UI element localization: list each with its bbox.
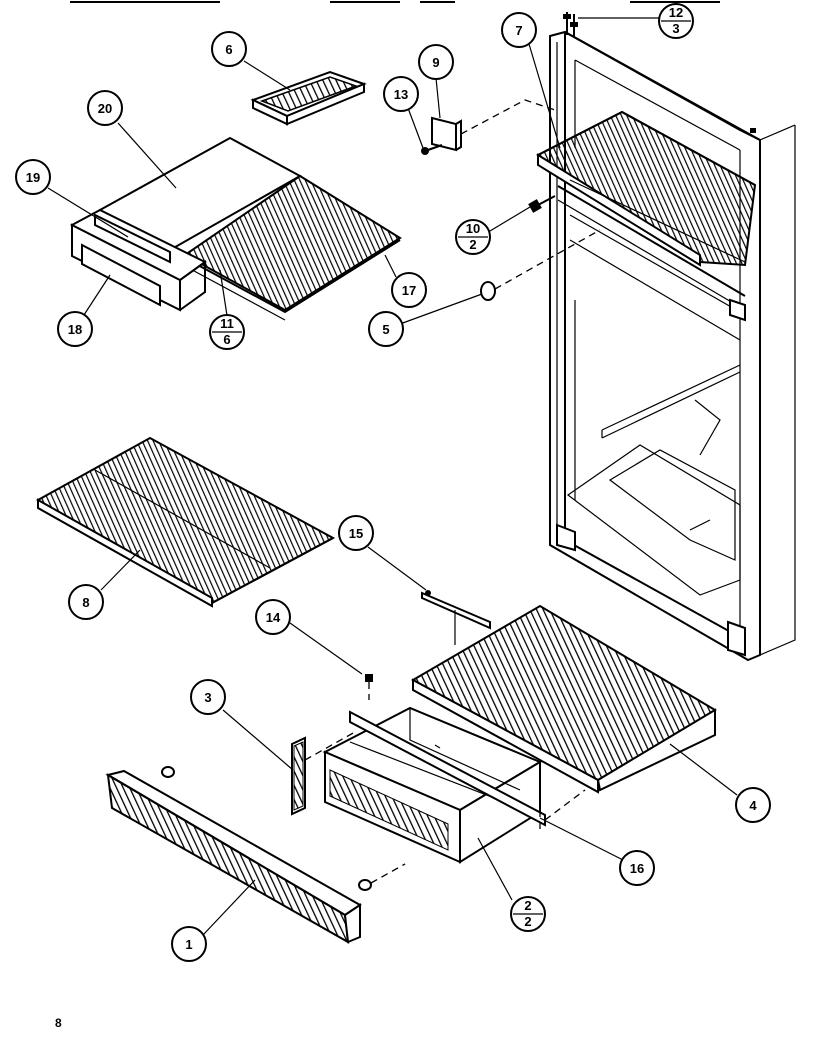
callout-17: 17	[391, 272, 427, 308]
callout-20: 20	[87, 90, 123, 126]
callout-16: 16	[619, 850, 655, 886]
svg-text:5: 5	[382, 322, 389, 337]
cabinet-small-parts	[480, 195, 601, 301]
svg-text:17: 17	[402, 283, 416, 298]
freezer-shelf	[536, 110, 757, 267]
callout-8: 8	[68, 584, 104, 620]
callout-13: 13	[383, 76, 419, 112]
base-grille	[105, 766, 406, 944]
svg-text:2: 2	[524, 914, 531, 929]
callout-3: 3	[190, 679, 226, 715]
refrigerator-shelf	[35, 436, 336, 608]
svg-text:1: 1	[185, 937, 192, 952]
callout-9: 9	[418, 44, 454, 80]
callout-14: 14	[255, 599, 291, 635]
crisper-cover	[365, 590, 717, 794]
freezer-shelf-assembly	[69, 136, 402, 321]
svg-text:8: 8	[82, 595, 89, 610]
part-9-bracket	[421, 99, 556, 155]
svg-text:4: 4	[749, 798, 757, 813]
page-number: 8	[55, 1016, 62, 1030]
svg-text:10: 10	[466, 221, 480, 236]
leader-lines	[47, 43, 738, 936]
svg-text:2: 2	[469, 237, 476, 252]
svg-text:6: 6	[223, 332, 230, 347]
callout-2-fraction: 2 2	[510, 896, 546, 932]
svg-text:15: 15	[349, 526, 363, 541]
svg-text:12: 12	[669, 5, 683, 20]
svg-text:3: 3	[672, 21, 679, 36]
callout-18: 18	[57, 311, 93, 347]
svg-text:14: 14	[266, 610, 281, 625]
callout-6: 6	[211, 31, 247, 67]
svg-text:7: 7	[515, 23, 522, 38]
svg-text:19: 19	[26, 170, 40, 185]
crisper-pan	[322, 706, 586, 864]
svg-text:6: 6	[225, 42, 232, 57]
svg-text:13: 13	[394, 87, 408, 102]
callout-11-fraction: 11 6	[209, 314, 245, 350]
svg-text:16: 16	[630, 861, 644, 876]
callout-4: 4	[735, 787, 771, 823]
svg-text:18: 18	[68, 322, 82, 337]
slide-support	[291, 731, 356, 816]
svg-text:2: 2	[524, 898, 531, 913]
svg-text:11: 11	[220, 316, 234, 331]
ice-tray	[250, 70, 367, 126]
svg-text:3: 3	[204, 690, 211, 705]
callout-1: 1	[171, 926, 207, 962]
callout-12-fraction: 12 3	[658, 3, 694, 39]
callout-10-fraction: 10 2	[455, 219, 491, 255]
cabinet-liner	[549, 12, 796, 662]
callout-7: 7	[501, 12, 537, 48]
callout-5: 5	[368, 311, 404, 347]
callout-19: 19	[15, 159, 51, 195]
svg-text:9: 9	[432, 55, 439, 70]
svg-text:20: 20	[98, 101, 112, 116]
callout-15: 15	[338, 515, 374, 551]
